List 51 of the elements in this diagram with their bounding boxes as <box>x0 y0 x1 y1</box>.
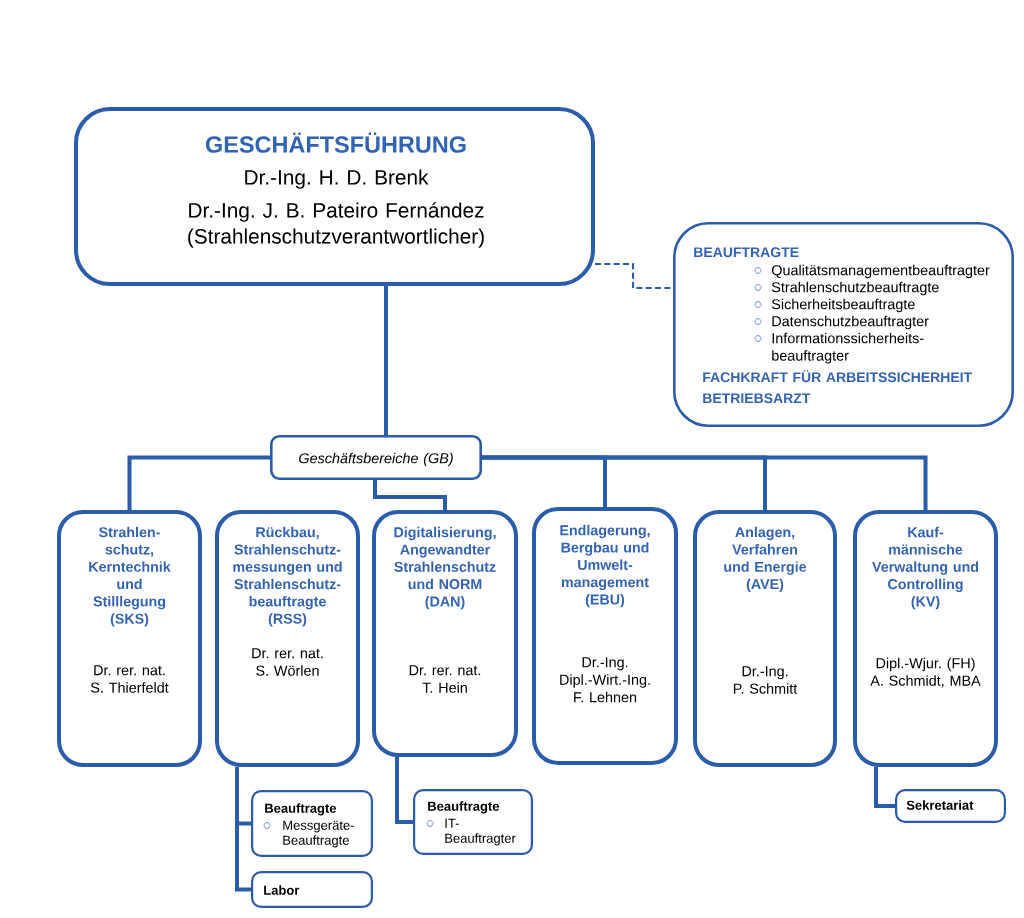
sub-unit-box <box>251 790 373 857</box>
person-name: Dr. rer. nat. S. Wörlen <box>252 648 323 676</box>
person-name: Dr. rer. nat. S. Thierfeldt <box>90 665 169 693</box>
connector-line <box>373 480 447 510</box>
heading: Beauftragte <box>428 801 500 814</box>
list-item: Qualitätsmanagementbeauftragter <box>771 264 990 279</box>
connector-line <box>395 757 413 824</box>
unit-name: Labor <box>264 885 300 895</box>
connector-line <box>384 286 388 435</box>
sub-unit-box <box>413 789 533 855</box>
list-item: IT- Beauftragter <box>445 818 516 846</box>
department-box <box>57 510 202 767</box>
connector-line <box>235 767 251 892</box>
list-item: Sicherheitsbeauftragte <box>771 298 915 313</box>
heading: BETRIEBSARZT <box>703 393 811 404</box>
department-title: Rückbau, Strahlenschutz- messungen und Strahlenschutz- beauftragte (RSS) <box>233 526 342 627</box>
heading: BEAUFTRAGTE <box>694 247 799 258</box>
department-title: Digitalisierung, Angewandter Strahlenschutz und NORM (DAN) <box>394 526 496 610</box>
person-name: Dr.-Ing. H. D. Brenk <box>245 169 429 189</box>
sub-unit-box <box>251 871 373 908</box>
department-title: Kauf- männische Verwaltung und Controlling (KV) <box>872 526 979 610</box>
dashed-line <box>595 262 673 290</box>
division-label: Geschäftsbereiche (GB) <box>299 452 453 467</box>
department-box <box>372 510 518 757</box>
department-box <box>693 510 837 767</box>
connector-line <box>127 455 270 510</box>
heading: Beauftragte <box>265 803 337 816</box>
department-box <box>532 507 678 765</box>
list-item: Informationssicherheits- beauftragter <box>772 332 924 364</box>
person-name: Dr.-Ing. P. Schmitt <box>733 666 798 694</box>
person-name: Dr.-Ing. Dipl.-Wirt.-Ing. F. Lehnen <box>560 657 650 703</box>
division-box <box>270 435 482 480</box>
heading: FACHKRAFT FÜR ARBEITSSICHERHEIT <box>703 370 972 383</box>
list-item: Strahlenschutzbeauftragte <box>771 281 939 296</box>
person-name: Dr. rer. nat. T. Hein <box>409 665 481 693</box>
management-box <box>74 107 595 286</box>
list-item: Messgeräte- Beauftragte <box>283 820 354 848</box>
connector-line <box>482 455 928 510</box>
department-box <box>853 510 998 767</box>
department-box <box>215 510 360 767</box>
department-title: Endlagerung, Bergbau und Umwelt- management (EBU) <box>560 524 650 608</box>
sub-unit-box <box>895 789 1006 823</box>
heading: GESCHÄFTSFÜHRUNG <box>205 132 466 153</box>
list-item: Datenschutzbeauftragter <box>772 315 929 330</box>
unit-name: Sekretariat <box>906 800 974 810</box>
person-name: Dipl.-Wjur. (FH) A. Schmidt, MBA <box>870 657 981 688</box>
department-title: Anlagen, Verfahren und Energie (AVE) <box>724 526 807 592</box>
connector-line <box>874 767 895 808</box>
officers-box <box>673 222 1014 427</box>
person-name: Dr.-Ing. J. B. Pateiro Fernández (Strahlenschutzverantwortlicher) <box>188 202 484 248</box>
department-title: Strahlen- schutz, Kerntechnik und Stilllegung (SKS) <box>89 526 171 627</box>
